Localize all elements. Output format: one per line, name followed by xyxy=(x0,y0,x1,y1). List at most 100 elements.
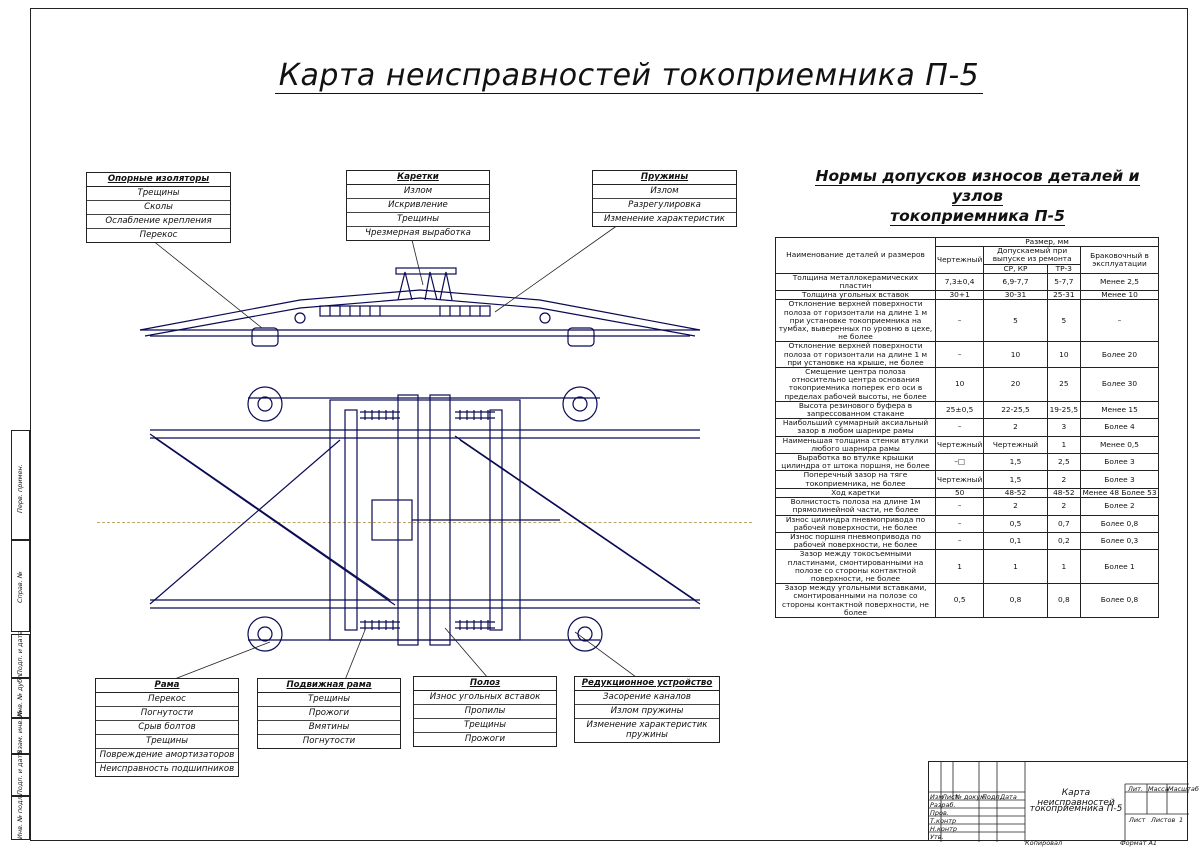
top-view-coils xyxy=(364,410,489,420)
page-title-text: Карта неисправностей токоприемника П-5 xyxy=(274,58,984,94)
table-row: Волнистость полоза на длине 1м прямолине… xyxy=(775,497,1159,516)
callout-item: Прожоги xyxy=(258,707,400,721)
callout-item: Сколы xyxy=(87,201,230,215)
stamp-tkontr: Т.контр xyxy=(930,817,957,825)
center-axis-line xyxy=(97,522,752,523)
top-view-spring-top xyxy=(360,411,495,419)
table-row: Высота резинового буфера в запрессованно… xyxy=(775,400,1159,420)
top-view-spring-bottom xyxy=(360,621,495,629)
drawing-frame xyxy=(30,8,1188,841)
table-cell-value: – xyxy=(934,418,985,437)
stamp-title-line2: токоприемника П-5 xyxy=(1029,804,1123,814)
table-cell-value: 1 xyxy=(1046,435,1082,455)
table-cell-value: 1,5 xyxy=(983,470,1048,489)
table-cell-value: Более 0,8 xyxy=(1080,514,1159,533)
stamp-sheets: Листов xyxy=(1151,816,1176,824)
table-cell-value: 7,3±0,4 xyxy=(934,272,985,292)
top-view-diagonal xyxy=(154,437,396,606)
callout-item: Трещины xyxy=(258,693,400,707)
col-header-drawing: Чертежный xyxy=(934,246,985,274)
table-cell-value: 1,5 xyxy=(983,453,1048,472)
table-cell-value: 10 xyxy=(983,341,1048,369)
top-view-insulator xyxy=(577,626,593,642)
title-block: Изм Лист № докум. Подп. Дата Разраб. Про… xyxy=(928,761,1199,842)
side-box-inv-dubl: Инв. № дубл. xyxy=(11,673,30,718)
side-view-insulator-right xyxy=(567,327,595,347)
table-header-row: Чертежный Допускаемый при выпуске из рем… xyxy=(776,246,1159,274)
table-cell-value: Более 0,3 xyxy=(1080,531,1159,551)
side-view-spring xyxy=(319,305,491,317)
table-cell-value: 2,5 xyxy=(1046,453,1082,472)
side-view-frame xyxy=(139,289,701,331)
callout-header: Опорные изоляторы xyxy=(87,173,230,187)
table-cell-value: Чертежный xyxy=(934,435,985,455)
top-view-insulator xyxy=(247,386,283,422)
stamp-col-izm: Изм xyxy=(930,793,944,801)
table-row: Смещение центра полоза относительно цент… xyxy=(775,367,1159,402)
side-view-carriage xyxy=(397,271,453,301)
callout-item: Искривление xyxy=(347,199,489,213)
table-cell-value: – xyxy=(934,341,985,369)
table-cell-value: 0,5 xyxy=(934,583,985,618)
table-cell-value: 2 xyxy=(983,418,1048,437)
top-view-insulator xyxy=(257,626,273,642)
col-header-reject: Браковочный в эксплуатации xyxy=(1080,246,1159,274)
table-cell-value: 5-7,7 xyxy=(1046,272,1082,292)
callout-header: Рама xyxy=(96,679,238,693)
table-row: Зазор между угольными вставками, смонтир… xyxy=(775,583,1159,618)
table-cell-value: 0,8 xyxy=(983,583,1048,618)
table-cell-value: Более 2 xyxy=(1080,497,1159,516)
stamp-col-podp: Подп. xyxy=(982,793,1002,801)
table-cell-value: 1 xyxy=(934,549,985,585)
table-cell-value: Более 30 xyxy=(1080,367,1159,402)
table-cell-value: Более 0,8 xyxy=(1080,583,1159,618)
table-row: Наименьшая толщина стенки втулки любого … xyxy=(775,435,1159,455)
stamp-lit: Лит. xyxy=(1128,785,1143,793)
callout-rama: Рама Перекос Погнутости Срыв болтов Трещ… xyxy=(95,678,239,777)
callout-item: Погнутости xyxy=(302,736,356,746)
side-box-perv: Перв. примен. xyxy=(11,430,30,540)
table-cell-value: 2 xyxy=(983,497,1048,516)
callout-podvizhnaya-rama: Подвижная рама Трещины Прожоги Вмятины П… xyxy=(257,678,401,749)
callout-item: Излом xyxy=(593,185,736,199)
table-cell-name: Наибольший суммарный аксиальный зазор в … xyxy=(775,418,936,437)
leader-line xyxy=(151,239,263,329)
stamp-format: Формат А1 xyxy=(1120,839,1158,847)
top-view-rail xyxy=(344,409,358,631)
table-cell-value: – xyxy=(934,497,985,516)
side-view-joint xyxy=(539,312,551,324)
table-cell-value: Более 1 xyxy=(1080,549,1159,585)
table-cell-value: Менее 10 xyxy=(1080,290,1159,301)
stamp-nkontr: Н.контр xyxy=(930,825,958,833)
stamp-sheets-count: 1 xyxy=(1179,816,1184,824)
callout-item: Трещины xyxy=(96,735,238,749)
stamp-col-doc: № докум. xyxy=(955,793,988,801)
side-box-vzam: Взам. инв. № xyxy=(11,710,30,754)
top-view-insulator xyxy=(257,396,273,412)
callout-item: Погнутости xyxy=(96,707,238,721)
leader-line xyxy=(344,629,366,681)
norms-title-line1: Нормы допусков износов деталей и узлов xyxy=(815,167,1140,206)
table-cell-value: – xyxy=(934,514,985,533)
stamp-razrab: Разраб. xyxy=(930,801,956,809)
title-block-grid xyxy=(929,762,1189,842)
stamp-kopiroval: Копировал xyxy=(1025,839,1063,847)
table-cell-value: 50 xyxy=(934,487,985,499)
top-view-cylinder xyxy=(371,499,413,541)
top-view-diagonal xyxy=(149,439,341,605)
table-row: Отклонение верхней поверхности полоза от… xyxy=(775,299,1159,343)
table-cell-name: Смещение центра полоза относительно цент… xyxy=(775,367,936,402)
top-view-insulator xyxy=(247,616,283,652)
table-cell-value: Менее 15 xyxy=(1080,400,1159,420)
table-cell-value: – xyxy=(934,531,985,551)
table-cell-name: Отклонение верхней поверхности полоза от… xyxy=(775,299,936,343)
table-cell-name: Зазор между токосъемными пластинами, смо… xyxy=(775,549,936,585)
table-cell-value: 25-31 xyxy=(1046,290,1082,301)
side-view-insulator-left xyxy=(251,327,279,347)
callout-item: Неисправность подшипников xyxy=(99,764,235,774)
table-cell-name: Отклонение верхней поверхности полоза от… xyxy=(775,341,936,369)
table-cell-value: Менее 2,5 xyxy=(1080,272,1159,292)
stamp-col-list: Лист xyxy=(942,793,959,801)
